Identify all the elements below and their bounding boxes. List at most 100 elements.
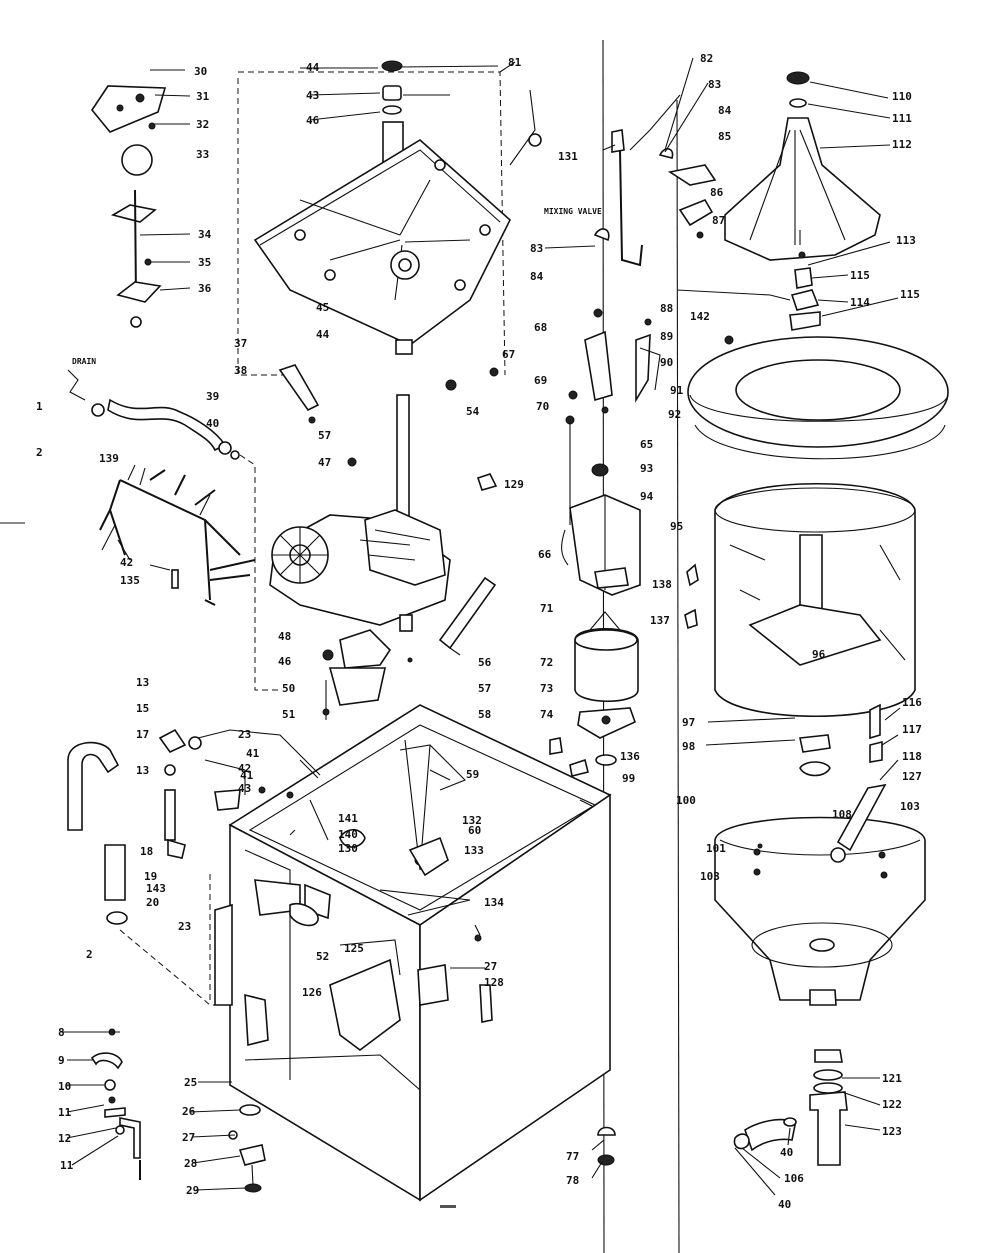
part-label: 88 [660, 302, 673, 315]
part-label: 10 [58, 1080, 71, 1093]
part-label: 97 [682, 716, 695, 729]
part-label: 83 [530, 242, 543, 255]
part-label: 40 [780, 1146, 793, 1159]
part-label: 47 [318, 456, 331, 469]
part-label: 59 [466, 768, 479, 781]
part-label: 141 [338, 812, 358, 825]
part-label: 123 [882, 1125, 902, 1138]
part-label: 15 [136, 702, 149, 715]
transmission-assembly [269, 394, 498, 720]
part-label: 112 [892, 138, 912, 151]
part-label: 127 [902, 770, 922, 783]
part-label: 57 [318, 429, 331, 442]
drain-hose [67, 369, 278, 691]
part-label: 57 [478, 682, 491, 695]
part-label: 98 [682, 740, 695, 753]
drain-label: DRAIN [72, 357, 96, 366]
part-label: 2 [86, 948, 93, 961]
part-label: 29 [186, 1184, 199, 1197]
part-label: 69 [534, 374, 547, 387]
part-label: 128 [484, 976, 504, 989]
part-label: 41 [240, 769, 254, 782]
part-label: 70 [536, 400, 549, 413]
part-label: 93 [640, 462, 653, 475]
part-label: 28 [184, 1157, 197, 1170]
part-label: 86 [710, 186, 724, 199]
part-label: 17 [136, 728, 149, 741]
part-label: 66 [538, 548, 552, 561]
part-label: 12 [58, 1132, 71, 1145]
part-label: 45 [316, 301, 329, 314]
part-label: 33 [196, 148, 209, 161]
part-label: 19 [144, 870, 157, 883]
part-label: 94 [640, 490, 654, 503]
part-label: 35 [198, 256, 211, 269]
part-label: 130 [338, 842, 358, 855]
part-label: 13 [136, 676, 149, 689]
part-label: 42 [120, 556, 133, 569]
part-label: 50 [282, 682, 295, 695]
part-label: 9 [58, 1054, 65, 1067]
part-label: 81 [508, 56, 522, 69]
part-label: 137 [650, 614, 670, 627]
part-label: 68 [534, 321, 547, 334]
part-label: 100 [676, 794, 696, 807]
part-label: 67 [502, 348, 515, 361]
part-label: 142 [690, 310, 710, 323]
part-label: 110 [892, 90, 912, 103]
part-label: 38 [234, 364, 247, 377]
part-label: 140 [338, 828, 358, 841]
part-label: 143 [146, 882, 166, 895]
part-label: 114 [850, 296, 870, 309]
part-label: 103 [700, 870, 720, 883]
top-plate-assembly [237, 60, 542, 424]
part-label: 27 [484, 960, 497, 973]
part-label: 89 [660, 330, 673, 343]
part-label: 32 [196, 118, 209, 131]
part-label: 92 [668, 408, 681, 421]
part-label: 8 [58, 1026, 65, 1039]
part-label: 2 [36, 446, 43, 459]
part-label: 44 [316, 328, 330, 341]
part-label: 122 [882, 1098, 902, 1111]
part-label: 134 [484, 896, 504, 909]
part-label: 118 [902, 750, 922, 763]
part-label: 46 [278, 655, 292, 668]
mixing-valve-label: MIXING VALVE [544, 207, 602, 216]
part-label: 78 [566, 1174, 579, 1187]
part-label: 132 [462, 814, 482, 827]
part-label: 72 [540, 656, 553, 669]
part-label: 42 [238, 762, 251, 775]
wire-harness [99, 464, 256, 606]
part-label: 51 [282, 708, 296, 721]
part-label: 43 [306, 89, 319, 102]
footer-mark [440, 1205, 456, 1208]
part-label: 71 [540, 602, 554, 615]
part-label: 90 [660, 356, 673, 369]
part-label: 52 [316, 950, 329, 963]
part-label: 54 [466, 405, 480, 418]
part-label: 83 [708, 78, 721, 91]
timer-switch-assembly [91, 69, 191, 328]
part-label: 41 [246, 747, 260, 760]
part-label: 11 [60, 1159, 74, 1172]
part-label: 23 [178, 920, 191, 933]
part-label: 125 [344, 942, 364, 955]
part-label: 48 [278, 630, 291, 643]
part-label: 77 [566, 1150, 579, 1163]
part-label: 13 [136, 764, 149, 777]
part-label: 34 [198, 228, 212, 241]
part-label: 11 [58, 1106, 72, 1119]
part-label: 99 [622, 772, 635, 785]
part-label: 136 [620, 750, 640, 763]
part-label: 108 [832, 808, 852, 821]
part-label: 139 [99, 452, 119, 465]
part-label: 27 [182, 1131, 195, 1144]
part-label: 30 [194, 65, 207, 78]
fill-hoses-small-parts [67, 728, 321, 1193]
part-label: 133 [464, 844, 484, 857]
part-label: 121 [882, 1072, 902, 1085]
part-label: 58 [478, 708, 491, 721]
part-label: 31 [196, 90, 210, 103]
part-label: 39 [206, 390, 219, 403]
